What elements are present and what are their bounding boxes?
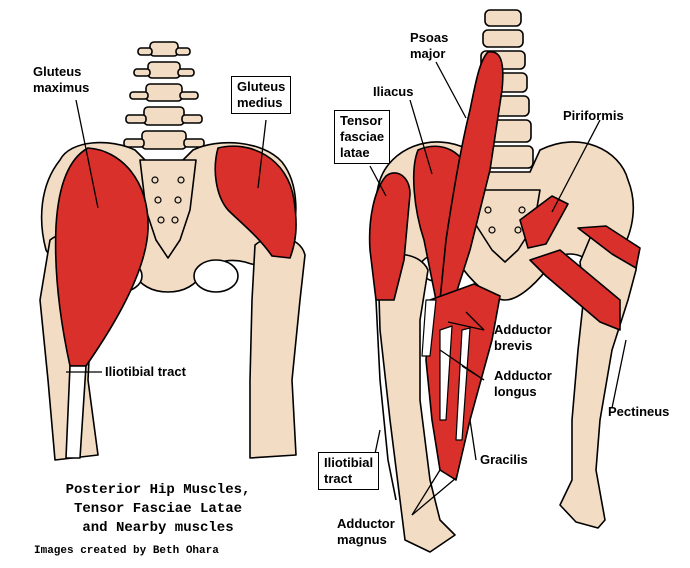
label-gluteus-maximus: Gluteus maximus — [33, 64, 89, 96]
label-iliotibial-tract-left: Iliotibial tract — [105, 364, 186, 379]
caption-line3: and Nearby muscles — [82, 520, 234, 536]
pectineus-muscle — [529, 249, 621, 331]
leader-lines-left — [66, 99, 267, 373]
figure-caption: Posterior Hip Muscles, Tensor Fasciae La… — [24, 481, 292, 538]
label-piriformis: Piriformis — [563, 108, 624, 123]
gluteus-medius-muscle — [214, 145, 297, 259]
tendon-strips — [421, 299, 471, 441]
label-psoas-major: Psoas major — [410, 30, 448, 62]
label-tensor-fasciae-latae: Tensor fasciae latae — [334, 110, 391, 164]
caption-line1: Posterior Hip Muscles, — [65, 482, 251, 498]
label-psoas-major-line2: major — [410, 46, 446, 61]
label-iliacus: Iliacus — [373, 84, 414, 99]
label-gluteus-maximus-line2: maximus — [33, 80, 90, 95]
image-credit: Images created by Beth Ohara — [34, 545, 219, 557]
label-gluteus-medius: Gluteus medius — [231, 76, 292, 114]
anterior-view — [368, 9, 641, 553]
label-gracilis: Gracilis — [480, 452, 528, 467]
label-adductor-magnus-line2: magnus — [337, 532, 387, 547]
tensor-fasciae-latae-muscle — [368, 172, 411, 301]
femur-right-posterior — [249, 236, 306, 459]
leader-lines-right — [369, 61, 627, 516]
obturator-foramen-right — [193, 259, 239, 293]
posterior-view — [39, 41, 306, 461]
label-gluteus-medius-line2: medius — [237, 95, 283, 110]
label-gluteus-maximus-line1: Gluteus — [33, 64, 82, 79]
label-psoas-major-line1: Psoas — [410, 30, 449, 45]
label-adductor-longus-line1: Adductor — [494, 368, 552, 383]
iliotibial-tract-anterior — [375, 299, 397, 501]
label-gluteus-medius-line1: Gluteus — [237, 79, 286, 94]
label-adductor-longus-line2: longus — [494, 384, 537, 399]
label-adductor-longus: Adductor longus — [494, 368, 552, 400]
label-adductor-magnus-line1: Adductor — [337, 516, 395, 531]
label-pectineus: Pectineus — [608, 404, 670, 419]
sacrum-anterior — [469, 189, 541, 263]
label-tensor-fasciae-latae-line1: Tensor — [340, 113, 383, 128]
label-adductor-brevis-line1: Adductor — [494, 322, 552, 337]
lumbar-spine-posterior — [123, 41, 205, 150]
iliotibial-tract-posterior — [65, 365, 87, 459]
psoas-major-muscle — [439, 51, 504, 301]
label-adductor-magnus: Adductor magnus — [337, 516, 395, 548]
label-adductor-brevis: Adductor brevis — [494, 322, 552, 354]
label-tensor-fasciae-latae-line3: latae — [340, 145, 370, 160]
label-iliotibial-tract-right: Iliotibial tract — [318, 452, 380, 490]
label-adductor-brevis-line2: brevis — [494, 338, 533, 353]
gluteus-maximus-muscle — [54, 147, 149, 367]
piriformis-muscle — [519, 195, 569, 249]
label-iliotibial-tract-right-line1: Iliotibial — [324, 455, 374, 470]
label-tensor-fasciae-latae-line2: fasciae — [340, 129, 385, 144]
hip-muscle-right-upper — [577, 225, 641, 269]
label-iliotibial-tract-right-line2: tract — [324, 471, 353, 486]
caption-line2: Tensor Fasciae Latae — [73, 501, 243, 517]
